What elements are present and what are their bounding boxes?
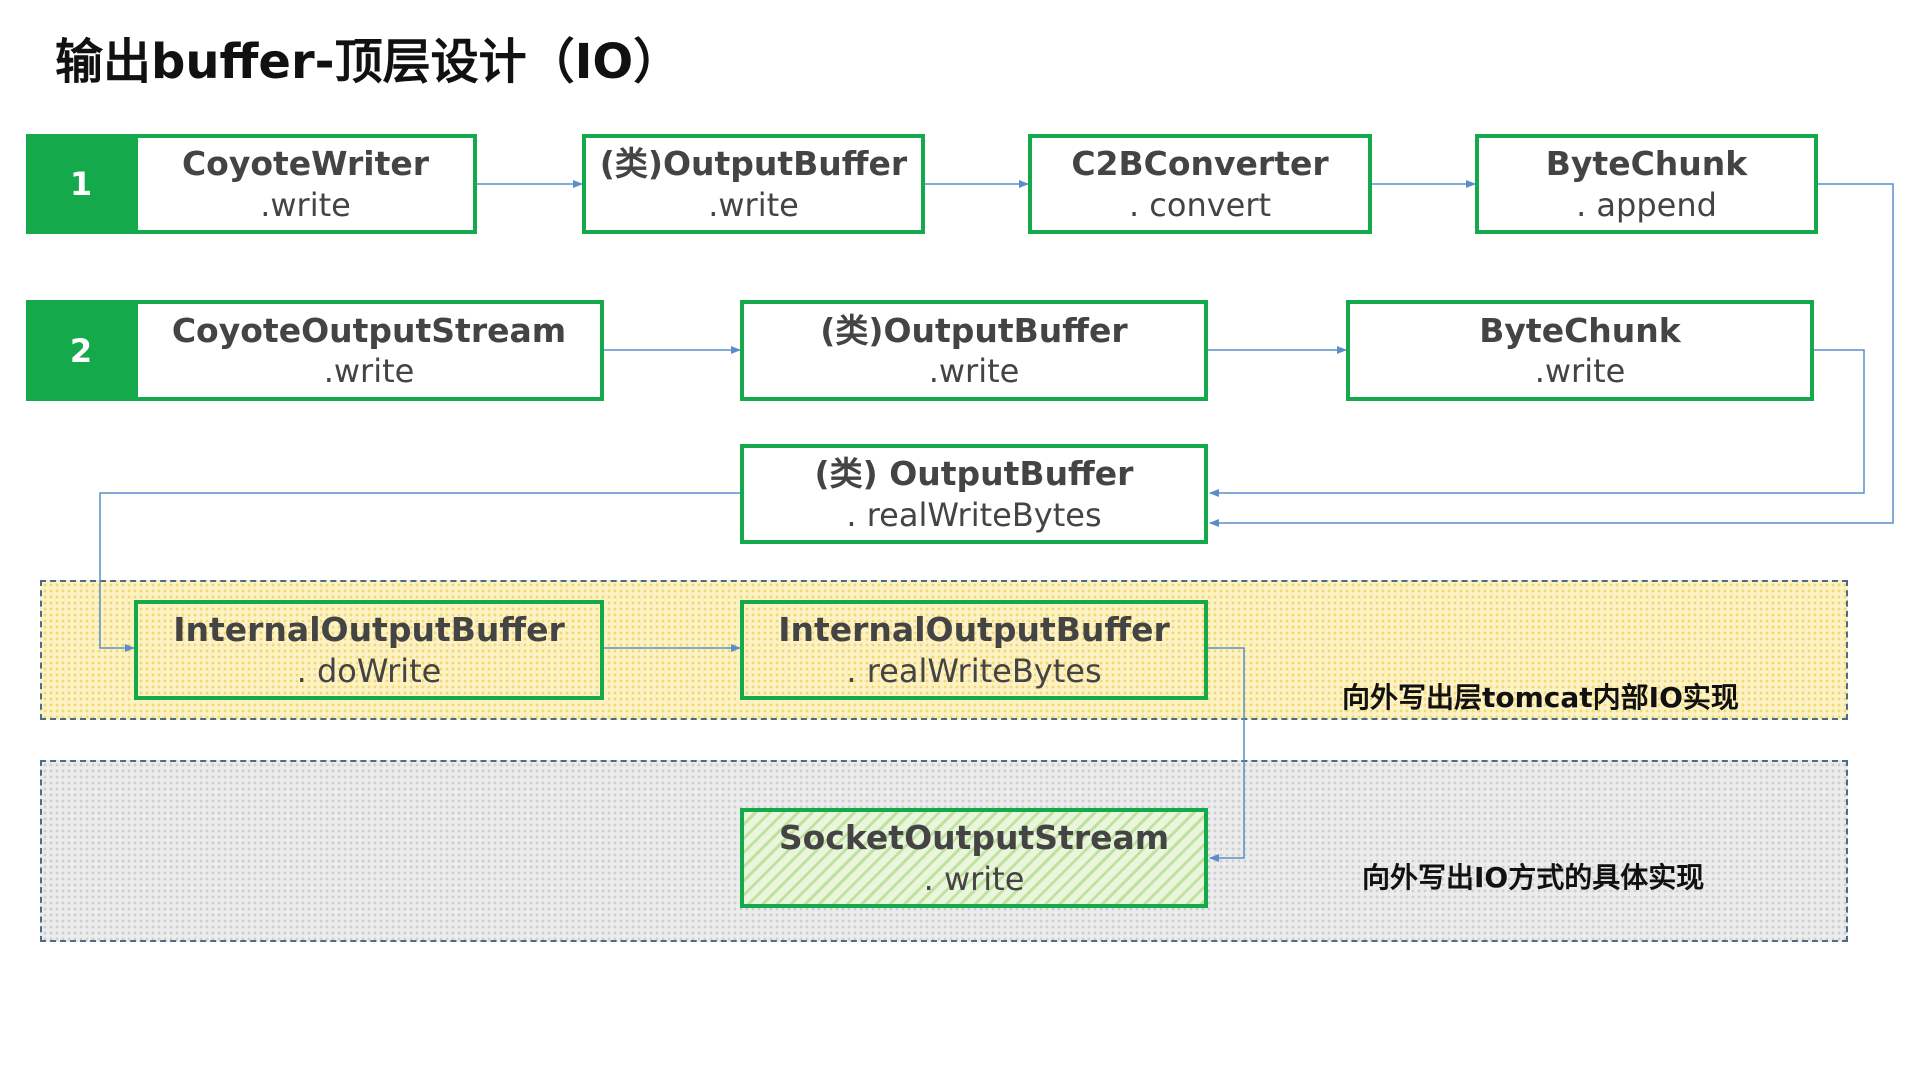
node-coyote-writer: CoyoteWriter .write [134,134,477,234]
node-method: .write [323,352,415,391]
node-name: CoyoteOutputStream [171,310,567,350]
node-method: .write [260,185,351,224]
tomcat-io-layer-label: 向外写出层tomcat内部IO实现 [1342,681,1739,714]
node-method: . convert [1128,185,1272,224]
node-name: (类) OutputBuffer [814,454,1134,494]
node-f1-output-buffer: (类)OutputBuffer .write [582,134,925,234]
node-f2-bytechunk: ByteChunk .write [1346,300,1814,401]
node-internal-do-write: InternalOutputBuffer . doWrite [134,600,604,700]
node-method: .write [1534,352,1626,391]
node-coyote-output-stream: CoyoteOutputStream .write [134,300,604,401]
arrow-f2-bytechunk-to-realwrite [1209,349,1865,497]
node-method: . doWrite [296,651,442,690]
node-method: .write [708,185,799,224]
node-name: SocketOutputStream [778,818,1170,858]
flow-1-badge: 1 [26,134,136,234]
node-name: InternalOutputBuffer [778,610,1170,650]
arrow-realwrite-to-dowrite [99,492,740,652]
node-c2b-converter: C2BConverter . convert [1028,134,1372,234]
node-name: CoyoteWriter [181,144,430,184]
node-name: ByteChunk [1545,144,1748,184]
node-f1-bytechunk: ByteChunk . append [1475,134,1818,234]
node-method: . realWriteBytes [846,651,1102,690]
node-internal-real-write: InternalOutputBuffer . realWriteBytes [740,600,1208,700]
node-output-buffer-real-write: (类) OutputBuffer . realWriteBytes [740,444,1208,544]
node-name: (类)OutputBuffer [599,144,908,184]
flow-2-badge: 2 [26,300,136,401]
node-name: ByteChunk [1479,310,1681,350]
node-socket-output-stream: SocketOutputStream . write [740,808,1208,908]
node-name: (类)OutputBuffer [820,310,1128,350]
node-method: . write [923,859,1025,898]
node-name: InternalOutputBuffer [173,610,565,650]
node-name: C2BConverter [1071,144,1329,184]
arrow-f1-bytechunk-to-realwrite [1209,183,1894,527]
node-method: . append [1576,185,1717,224]
page-title: 输出buffer-顶层设计（IO） [55,34,682,90]
node-method: .write [928,352,1020,391]
concrete-io-layer-label: 向外写出IO方式的具体实现 [1362,861,1705,894]
arrow-internal-realwrite-to-socket [1208,647,1245,862]
node-f2-output-buffer: (类)OutputBuffer .write [740,300,1208,401]
node-method: . realWriteBytes [846,495,1102,534]
